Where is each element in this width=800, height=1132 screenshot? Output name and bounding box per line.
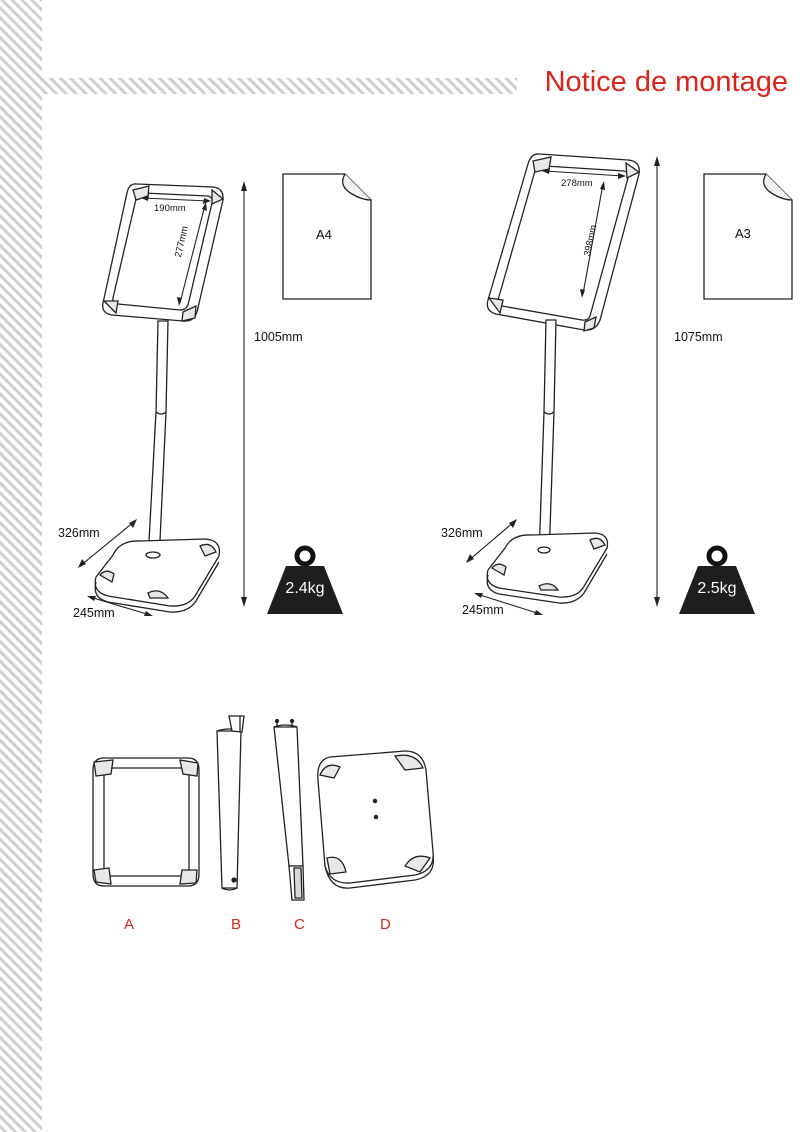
a4-weight-label: 2.4kg: [285, 580, 325, 597]
a4-paper-icon: [282, 173, 372, 300]
a4-base-width-label: 245mm: [73, 606, 115, 620]
part-d-base: [317, 750, 435, 889]
a3-frame-width-label: 278mm: [561, 178, 593, 189]
a3-weight-label: 2.5kg: [697, 580, 737, 597]
a3-frame: [486, 153, 641, 332]
a4-weight-icon: [267, 545, 343, 614]
a3-paper-icon: [703, 173, 793, 300]
part-a-label: A: [124, 916, 135, 933]
part-c-label: C: [294, 916, 305, 933]
a3-base: [486, 532, 609, 604]
page-title: Notice de montage: [544, 66, 788, 98]
a4-arrowheads: [78, 181, 247, 616]
a4-frame: [102, 183, 225, 322]
part-a-frame: [92, 757, 200, 887]
a3-paper-label: A3: [735, 226, 751, 241]
a3-total-height-label: 1075mm: [674, 330, 723, 344]
a3-base-depth-label: 326mm: [441, 526, 483, 540]
a4-dimension-arrows: [79, 185, 245, 616]
part-b-label: B: [231, 916, 242, 933]
a4-total-height-label: 1005mm: [254, 330, 303, 344]
a4-base-depth-label: 326mm: [58, 526, 100, 540]
a4-paper-label: A4: [316, 227, 332, 242]
a3-base-width-label: 245mm: [462, 603, 504, 617]
part-d-label: D: [380, 916, 391, 933]
a4-frame-width-label: 190mm: [154, 203, 186, 214]
header-hatch-band: [42, 78, 517, 94]
left-margin-hatch: [0, 0, 42, 1132]
a3-weight-icon: [679, 545, 755, 614]
part-c-tube: [273, 718, 305, 901]
a3-dimension-arrows: [467, 160, 658, 615]
a4-base: [94, 538, 221, 613]
part-b-tube: [216, 715, 245, 891]
a3-arrowheads: [466, 156, 660, 615]
